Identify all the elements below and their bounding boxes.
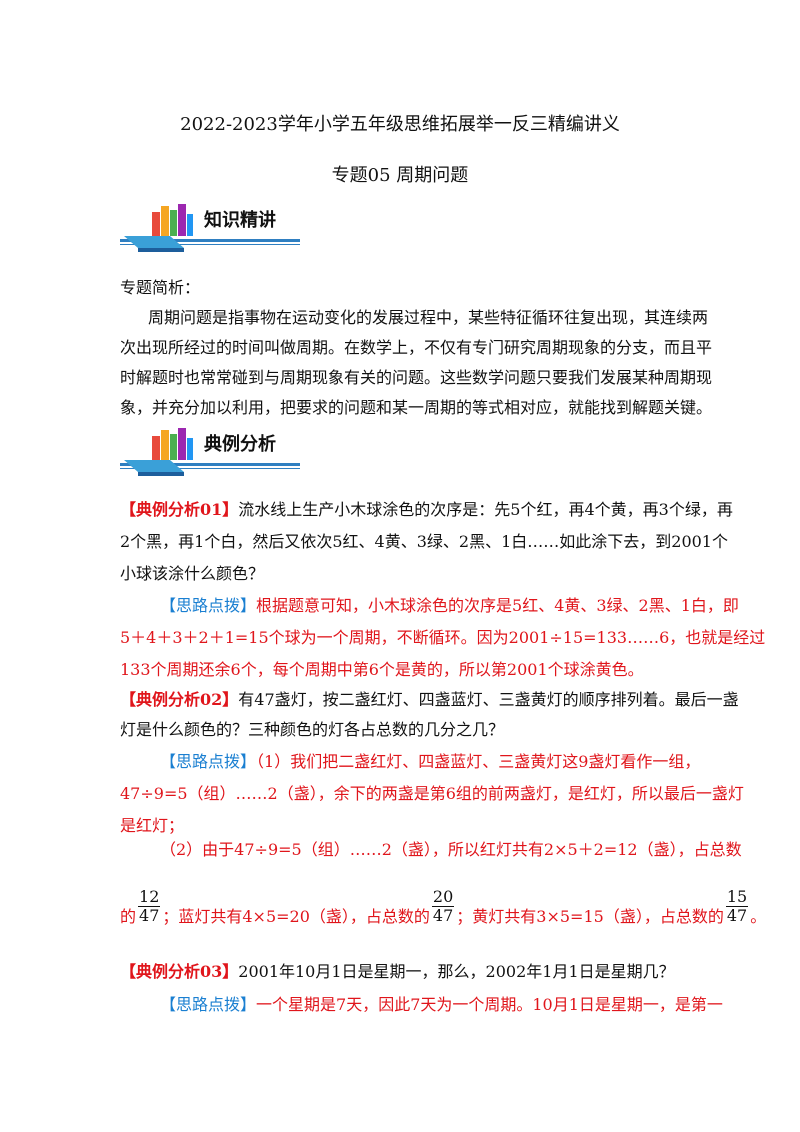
document-subtitle: 专题05 周期问题	[331, 165, 469, 186]
question-text: 2001年10月1日是星期一，那么，2002年1月1日是星期几？	[238, 962, 675, 981]
fraction-denominator: 47	[139, 905, 160, 925]
question-text: 小球该涂什么颜色？	[120, 564, 265, 583]
hint-tag: 【思路点拨】	[160, 596, 257, 615]
hint-tag: 【思路点拨】	[160, 995, 257, 1014]
hint-text: （2）由于47÷9=5（组）……2（盏），所以红灯共有2×5＋2=12（盏），占…	[160, 840, 742, 859]
hint-text: 。	[750, 907, 767, 926]
banner-label: 知识精讲	[204, 210, 276, 231]
intro-line: 象，并充分加以利用，把要求的问题和某一周期的等式相对应，就能找到解题关键。	[120, 398, 713, 417]
section-banner-knowledge: 知识精讲	[120, 198, 310, 258]
example-02-question: 【典例分析02】有47盏灯，按二盏红灯、四盏蓝灯、三盏黄灯的顺序排列着。最后一盏	[120, 690, 739, 710]
section-banner-examples: 典例分析	[120, 422, 310, 482]
hint-text: 5＋4＋3＋2＋1=15个球为一个周期，不断循环。因为2001÷15=133………	[120, 628, 766, 647]
question-text: 流水线上生产小木球涂色的次序是：先5个红，再4个黄，再3个绿，再	[238, 500, 733, 519]
intro-line: 次出现所经过的时间叫做周期。在数学上，不仅有专门研究周期现象的分支，而且平	[120, 338, 713, 357]
example-tag: 【典例分析03】	[120, 962, 239, 981]
intro-heading: 专题简析：	[120, 278, 201, 297]
hint-text: （1）我们把二盏红灯、四盏蓝灯、三盏黄灯这9盏灯看作一组，	[256, 752, 701, 771]
document-title: 2022-2023学年小学五年级思维拓展举一反三精编讲义	[180, 114, 620, 135]
example-tag: 【典例分析02】	[120, 690, 239, 709]
example-03-hint: 【思路点拨】一个星期是7天，因此7天为一个周期。10月1日是星期一，是第一	[160, 995, 723, 1015]
question-text: 有47盏灯，按二盏红灯、四盏蓝灯、三盏黄灯的顺序排列着。最后一盏	[238, 690, 739, 709]
fraction-denominator: 47	[432, 905, 454, 925]
example-01-question: 【典例分析01】流水线上生产小木球涂色的次序是：先5个红，再4个黄，再3个绿，再	[120, 500, 733, 520]
example-01-hint: 【思路点拨】根据题意可知，小木球涂色的次序是5红、4黄、3绿、2黑、1白，即	[160, 596, 739, 616]
intro-line: 周期问题是指事物在运动变化的发展过程中，某些特征循环往复出现，其连续两	[148, 308, 709, 327]
hint-text: 一个星期是7天，因此7天为一个周期。10月1日是星期一，是第一	[256, 995, 723, 1014]
hint-text: 133个周期还余6个，每个周期中第6个是黄的，所以第2001个球涂黄色。	[120, 660, 644, 679]
books-icon	[120, 428, 300, 476]
banner-label: 典例分析	[204, 434, 276, 455]
fraction-denominator: 47	[726, 905, 748, 925]
example-02-hint: 【思路点拨】（1）我们把二盏红灯、四盏蓝灯、三盏黄灯这9盏灯看作一组，	[160, 752, 700, 772]
hint-tag: 【思路点拨】	[160, 752, 257, 771]
fraction-numerator: 15	[725, 886, 749, 907]
fraction-numerator: 12	[138, 886, 161, 907]
hint-text: ；黄灯共有3×5=15（盏），占总数的	[456, 907, 724, 926]
hint-text: 根据题意可知，小木球涂色的次序是5红、4黄、3绿、2黑、1白，即	[256, 596, 739, 615]
hint-text: 是红灯；	[120, 816, 185, 835]
question-text: 2个黑，再1个白，然后又依次5红、4黄、3绿、2黑、1白……如此涂下去，到200…	[120, 532, 728, 551]
hint-text: ；蓝灯共有4×5=20（盏），占总数的	[162, 907, 430, 926]
intro-line: 时解题时也常常碰到与周期现象有关的问题。这些数学问题只要我们发展某种周期现	[120, 368, 713, 387]
example-03-question: 【典例分析03】2001年10月1日是星期一，那么，2002年1月1日是星期几？	[120, 962, 680, 982]
books-icon	[120, 204, 300, 252]
hint-text: 47÷9=5（组）……2（盏），余下的两盏是第6组的前两盏灯，是红灯，所以最后一…	[120, 784, 744, 803]
hint-text: 的	[120, 907, 137, 926]
example-tag: 【典例分析01】	[120, 500, 239, 519]
question-text: 灯是什么颜色的？三种颜色的灯各占总数的几分之几？	[120, 720, 505, 739]
fraction-numerator: 20	[431, 886, 455, 907]
